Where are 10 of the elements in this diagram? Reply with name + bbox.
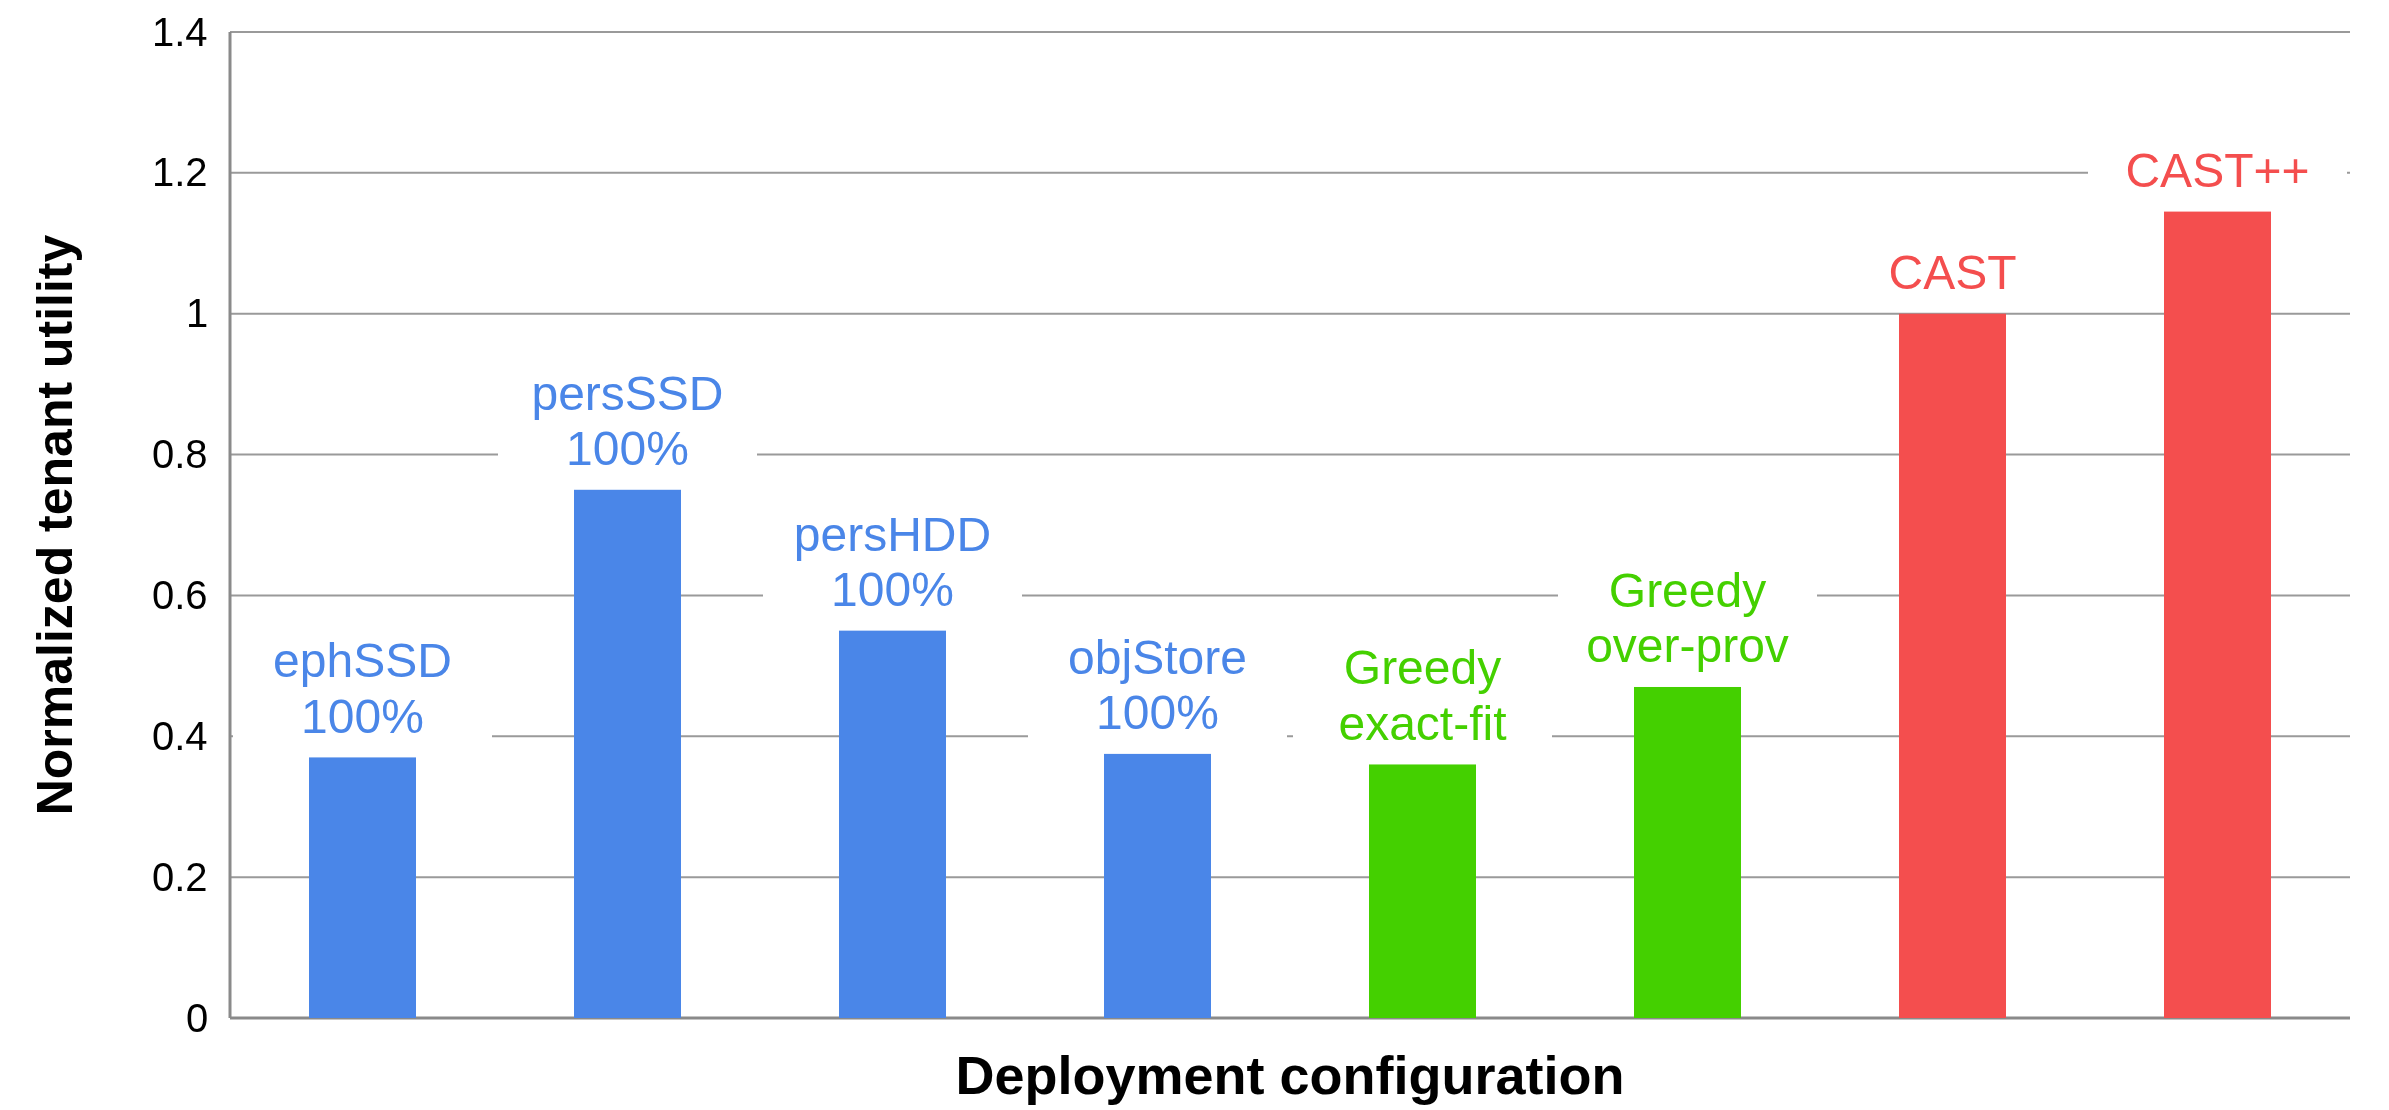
axis-title: Normalized tenant utility [25,234,84,816]
axis-tick-label: 1 [186,291,209,337]
axis-tick-label: 0 [186,995,209,1041]
axis-tick-label: 1.4 [152,9,208,55]
axis-tick-label: 0.8 [152,432,208,478]
axis-tick-label: 0.6 [152,572,208,618]
axis-tick-label: 0.2 [152,854,208,900]
axis-title: Deployment configuration [955,1044,1625,1106]
axis-tick-label: 1.2 [152,150,208,196]
axis-tick-label: 0.4 [152,713,208,759]
